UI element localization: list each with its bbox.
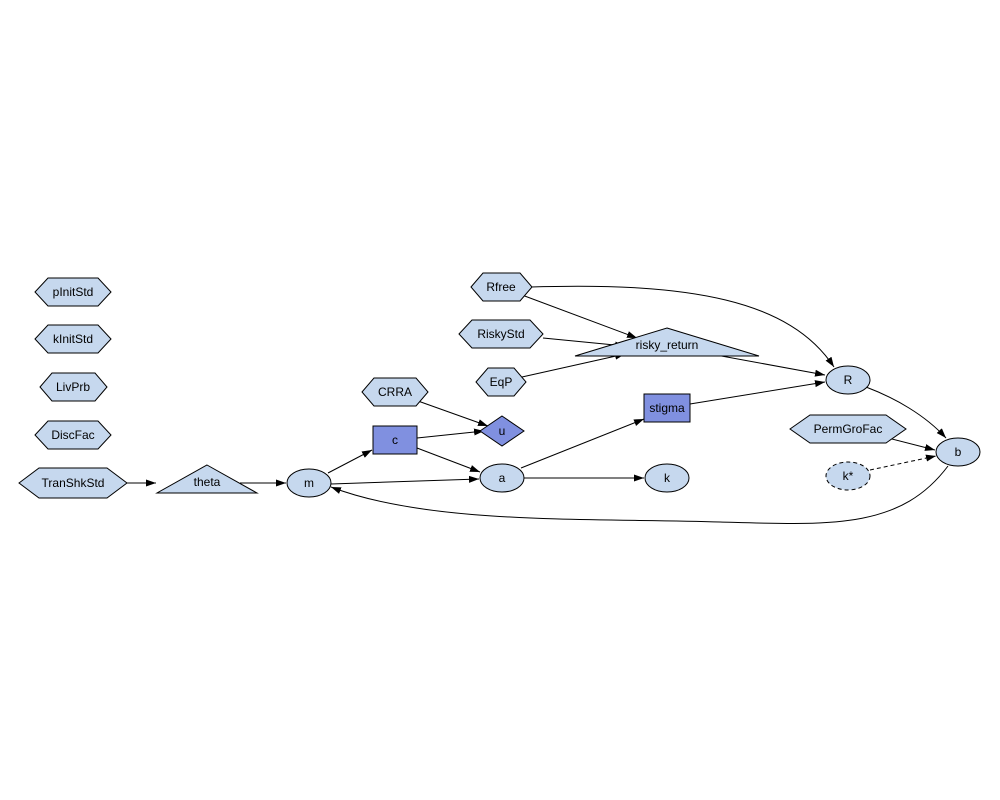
edge-kstar-b <box>869 454 937 471</box>
edge-a-stigma <box>520 418 645 469</box>
node-kinitstd-label: kInitStd <box>53 332 93 346</box>
node-a: a <box>479 463 525 493</box>
node-b-label: b <box>955 445 962 459</box>
node-risky-return-shape <box>574 327 760 357</box>
edge-riskyreturn-r <box>715 354 826 377</box>
node-risky-return-label: risky_return <box>636 338 699 352</box>
node-crra-label: CRRA <box>378 385 412 399</box>
node-kstar-label: k* <box>843 469 854 483</box>
node-pinitstd-label: pInitStd <box>53 285 94 299</box>
node-permgrofac-label: PermGroFac <box>814 422 883 436</box>
node-transhkstd-label: TranShkStd <box>42 476 105 490</box>
node-transhkstd-shape <box>18 467 128 499</box>
node-livprb: LivPrb <box>39 372 108 402</box>
node-risky-return: risky_return <box>574 327 760 357</box>
nodes: pInitStd kInitStd LivPrb DiscFac TranShk… <box>18 272 981 499</box>
node-eqp-shape <box>475 367 527 397</box>
node-pinitstd-shape <box>34 277 112 307</box>
node-pinitstd: pInitStd <box>34 277 112 307</box>
node-livprb-label: LivPrb <box>56 380 90 394</box>
node-crra-shape <box>361 377 429 407</box>
node-u-label: u <box>499 424 506 438</box>
node-k: k <box>644 463 690 493</box>
node-b: b <box>935 437 981 467</box>
edge-m-c <box>327 449 373 474</box>
node-a-shape <box>479 463 525 493</box>
node-a-label: a <box>499 471 506 485</box>
node-theta-label: theta <box>194 475 221 489</box>
node-m-shape <box>286 468 332 498</box>
node-riskystd: RiskyStd <box>458 319 544 349</box>
node-k-shape <box>644 463 690 493</box>
node-u: u <box>479 415 525 447</box>
node-r-label: R <box>844 373 853 387</box>
node-livprb-shape <box>39 372 108 402</box>
node-k-label: k <box>664 471 671 485</box>
node-theta: theta <box>155 464 259 494</box>
node-discfac-shape <box>34 420 112 450</box>
node-c: c <box>372 425 418 455</box>
edge-stigma-r <box>689 380 826 405</box>
node-riskystd-label: RiskyStd <box>477 327 524 341</box>
node-kstar-shape <box>825 461 871 491</box>
edge-permgrofac-b <box>887 437 936 451</box>
node-permgrofac: PermGroFac <box>789 414 907 444</box>
node-kstar: k* <box>825 461 871 491</box>
node-crra: CRRA <box>361 377 429 407</box>
edges <box>127 285 949 525</box>
node-permgrofac-shape <box>789 414 907 444</box>
node-m: m <box>286 468 332 498</box>
node-rfree-label: Rfree <box>486 280 516 294</box>
edge-c-u <box>416 428 485 439</box>
node-rfree: Rfree <box>470 272 533 302</box>
node-discfac: DiscFac <box>34 420 112 450</box>
node-discfac-label: DiscFac <box>51 428 94 442</box>
edge-c-a <box>416 447 481 473</box>
node-stigma-label: stigma <box>649 401 685 415</box>
node-b-shape <box>935 437 981 467</box>
node-stigma: stigma <box>643 393 691 423</box>
node-transhkstd: TranShkStd <box>18 467 128 499</box>
node-kinitstd-shape <box>34 324 112 354</box>
node-c-label: c <box>392 433 398 447</box>
node-u-shape <box>479 415 525 447</box>
node-kinitstd: kInitStd <box>34 324 112 354</box>
edge-rfree-r <box>530 285 835 368</box>
node-m-label: m <box>304 476 314 490</box>
edge-m-a <box>330 475 480 485</box>
node-riskystd-shape <box>458 319 544 349</box>
edge-eqp-riskyreturn <box>521 352 626 378</box>
node-eqp: EqP <box>475 367 527 397</box>
edge-rfree-riskyreturn <box>521 294 638 339</box>
node-r: R <box>825 365 871 395</box>
edge-crra-u <box>417 400 489 427</box>
node-eqp-label: EqP <box>490 375 513 389</box>
node-r-shape <box>825 365 871 395</box>
edge-r-b <box>865 386 947 439</box>
node-theta-shape <box>155 464 259 494</box>
node-rfree-shape <box>470 272 533 302</box>
node-c-shape <box>372 425 418 455</box>
node-stigma-shape <box>643 393 691 423</box>
edge-b-m <box>330 465 949 525</box>
